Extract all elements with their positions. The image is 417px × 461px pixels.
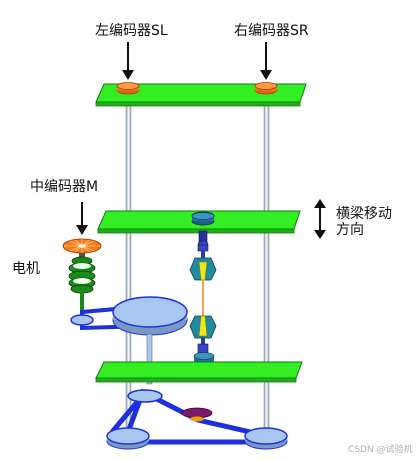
middle-encoder-label: 中编码器M [30,179,99,195]
motor-small-pulley [70,314,94,326]
right-column-upper [263,99,270,223]
left-encoder-label: 左编码器SL [95,23,168,39]
top-plate [95,83,307,107]
specimen [202,280,204,316]
big-pulley [112,296,188,336]
base-plate [95,361,303,383]
right-encoder-arrow [260,42,272,80]
crossbeam-move-label-line1: 横梁移动 [336,206,392,222]
lower-center-pulley [127,389,163,403]
crossbeam-move-label-line2: 方向 [336,222,364,238]
lower-grip [189,315,217,369]
crossbeam-plate [97,210,301,234]
middle-encoder-arrow [76,202,88,235]
load-cell-top [191,211,215,226]
right-encoder-label: 右编码器SR [234,23,309,39]
left-encoder-arrow [122,42,134,80]
crossbeam-move-arrow [314,199,326,239]
right-base-pulley [244,427,288,450]
left-base-pulley [106,427,150,450]
purple-tensioner [181,407,213,422]
right-encoder [254,82,278,95]
left-column-upper [125,99,132,223]
left-encoder [116,82,140,95]
pulley-shaft [146,333,153,385]
watermark: CSDN @试验机 [348,445,413,455]
motor-label: 电机 [12,261,40,277]
right-column-lower [263,225,270,379]
upper-grip [189,230,217,281]
middle-encoder-fan [62,238,102,254]
motor [68,253,96,312]
